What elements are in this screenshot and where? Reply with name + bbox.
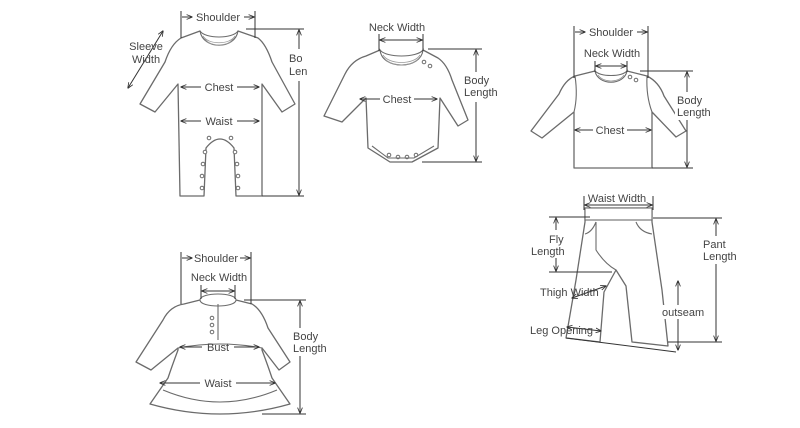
romper-shoulder-measure: Shoulder (180, 11, 256, 38)
dress-waist-label: Waist (204, 378, 231, 390)
dress-diagram: Shoulder Neck Width Bust Waist Body (135, 252, 330, 415)
pants-fly-length-label-2: Length (531, 246, 565, 258)
dress-neck-width-measure: Neck Width (191, 272, 247, 299)
romper-waist-measure: Waist (181, 116, 259, 128)
dress-waist-measure: Waist (160, 378, 275, 390)
dress-body-length-label-2: Length (293, 343, 327, 355)
dress-shoulder-label: Shoulder (194, 253, 238, 265)
tshirt-chest-measure: Chest (575, 125, 651, 137)
dress-neck-width-label: Neck Width (191, 272, 247, 284)
dress-collar (199, 293, 237, 307)
romper-sleeve-width-measure: Sleeve Width (128, 31, 163, 88)
tshirt-shoulder-label: Shoulder (589, 27, 633, 39)
romper-outline (139, 30, 296, 197)
pants-outseam-label: outseam (662, 307, 704, 319)
tshirt-shoulder-button (627, 74, 633, 80)
tshirt-neck-width-label: Neck Width (584, 48, 640, 60)
bodysuit-outline (323, 49, 469, 163)
tshirt-body-length-measure: Body Length (640, 70, 711, 169)
bodysuit-neck-width-measure: Neck Width (369, 22, 425, 51)
romper-body-length-label-2: Len (289, 66, 307, 78)
dress-body-length-label-1: Body (293, 331, 319, 343)
tshirt-diagram: Shoulder Neck Width Chest Body Length (530, 26, 711, 169)
bodysuit-neck-width-label: Neck Width (369, 22, 425, 34)
dress-shoulder-measure: Shoulder (180, 252, 252, 304)
pants-pant-length-label-2: Length (703, 251, 737, 263)
romper-snap-buttons (199, 135, 241, 191)
bodysuit-diagram: Neck Width Chest Body Length (323, 22, 502, 163)
romper-chest-label: Chest (205, 82, 234, 94)
pants-pant-length-label-1: Pant (703, 239, 726, 251)
bodysuit-shoulder-button (421, 59, 427, 65)
bodysuit-chest-measure: Chest (360, 94, 437, 106)
bodysuit-body-length-label-1: Body (464, 75, 490, 87)
romper-sleeve-width-label-1: Sleeve (129, 41, 163, 53)
romper-body-length-measure: Bo Len (246, 28, 307, 197)
pants-leg-opening-measure: Leg Opening (530, 325, 601, 337)
pants-fly-length-measure: Fly Length (531, 216, 612, 273)
tshirt-body-length-label-2: Length (677, 107, 711, 119)
tshirt-chest-label: Chest (596, 125, 625, 137)
romper-waist-label: Waist (205, 116, 232, 128)
tshirt-body-length-label-1: Body (677, 95, 703, 107)
pants-thigh-width-label: Thigh Width (540, 287, 599, 299)
pants-fly-length-label-1: Fly (549, 234, 564, 246)
pants-thigh-width-measure: Thigh Width (540, 286, 606, 299)
romper-sleeve-width-label-2: Width (132, 54, 160, 66)
romper-body-length-label-1: Bo (289, 53, 302, 65)
pants-waistband (584, 207, 653, 221)
pants-waist-width-label: Waist Width (588, 193, 646, 205)
pants-leg-opening-label: Leg Opening (530, 325, 593, 337)
pants-pant-length-measure: Pant Length (653, 217, 741, 343)
pants-outseam-measure: outseam (565, 281, 710, 353)
bodysuit-chest-label: Chest (383, 94, 412, 106)
dress-bust-label: Bust (207, 342, 229, 354)
romper-chest-measure: Chest (181, 82, 259, 94)
dress-buttons (209, 315, 215, 335)
dress-body-length-measure: Body Length (244, 299, 330, 415)
dress-bust-measure: Bust (180, 342, 259, 354)
bodysuit-body-length-measure: Body Length (422, 48, 502, 163)
pants-waist-width-measure: Waist Width (583, 193, 654, 210)
dress-outline (135, 299, 291, 415)
pants-diagram: Waist Width Fly Length Thigh Width Leg O… (530, 193, 741, 353)
tshirt-neck-width-measure: Neck Width (584, 48, 640, 72)
tshirt-outline (530, 70, 687, 169)
romper-shoulder-label: Shoulder (196, 12, 240, 24)
romper-diagram: Shoulder Sleeve Width Chest Waist Bo (128, 11, 307, 197)
bodysuit-body-length-label-2: Length (464, 87, 498, 99)
tshirt-shoulder-measure: Shoulder (573, 26, 649, 78)
